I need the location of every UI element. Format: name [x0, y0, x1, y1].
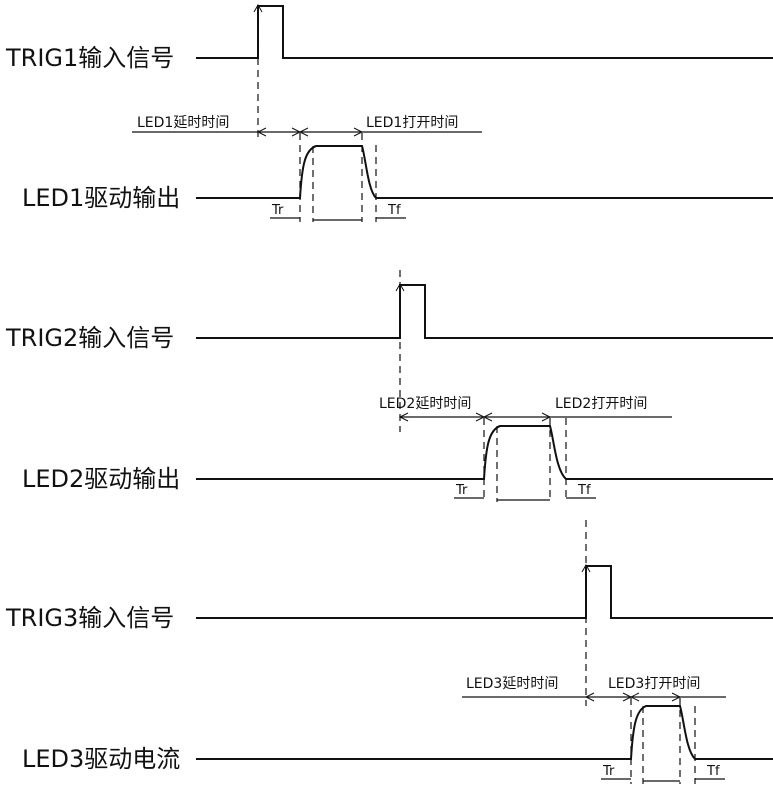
- led2-waveform: [196, 425, 773, 480]
- led1-rise-label: Tr: [271, 203, 284, 218]
- led3-on-label: LED3打开时间: [608, 675, 700, 692]
- led1-on-label: LED1打开时间: [366, 114, 458, 131]
- led3-fall-label: Tf: [706, 764, 720, 779]
- led1-fall-label: Tf: [387, 203, 401, 218]
- led1-waveform: [196, 145, 773, 199]
- trig3-signal-label: TRIG3输入信号: [5, 604, 174, 632]
- timing-group-2: TRIG2输入信号 LED2延时时间 LED2打开时间 LED2驱动输出 Tr …: [5, 270, 773, 502]
- led2-signal-label: LED2驱动输出: [22, 465, 180, 493]
- led3-on-arrowheads: [629, 692, 682, 702]
- timing-group-3: TRIG3输入信号 LED3延时时间 LED3打开时间 LED3驱动电流 Tr …: [5, 520, 773, 784]
- led2-delay-label: LED2延时时间: [379, 396, 471, 412]
- trig3-rising-edge-marker: [581, 563, 591, 573]
- led2-fall-label: Tf: [577, 483, 591, 498]
- led2-on-arrowheads: [482, 412, 552, 422]
- led2-on-label: LED2打开时间: [555, 395, 647, 412]
- trig1-signal-label: TRIG1输入信号: [5, 44, 174, 72]
- led1-on-arrowheads: [298, 127, 364, 137]
- trig2-waveform: [196, 284, 773, 339]
- led3-waveform: [196, 705, 773, 760]
- led3-rise-label: Tr: [602, 764, 615, 779]
- trig1-rising-edge-marker: [253, 3, 263, 13]
- led2-rise-label: Tr: [455, 483, 468, 498]
- trig3-waveform: [196, 565, 773, 619]
- led3-signal-label: LED3驱动电流: [22, 745, 180, 773]
- trig1-waveform: [196, 5, 773, 59]
- trig2-signal-label: TRIG2输入信号: [5, 324, 174, 352]
- timing-group-1: TRIG1输入信号 LED1延时时间 LED1打开时间 LED1驱动输出 Tr …: [5, 3, 773, 222]
- led1-signal-label: LED1驱动输出: [22, 184, 180, 212]
- led3-delay-label: LED3延时时间: [466, 676, 558, 692]
- led1-delay-label: LED1延时时间: [137, 115, 229, 131]
